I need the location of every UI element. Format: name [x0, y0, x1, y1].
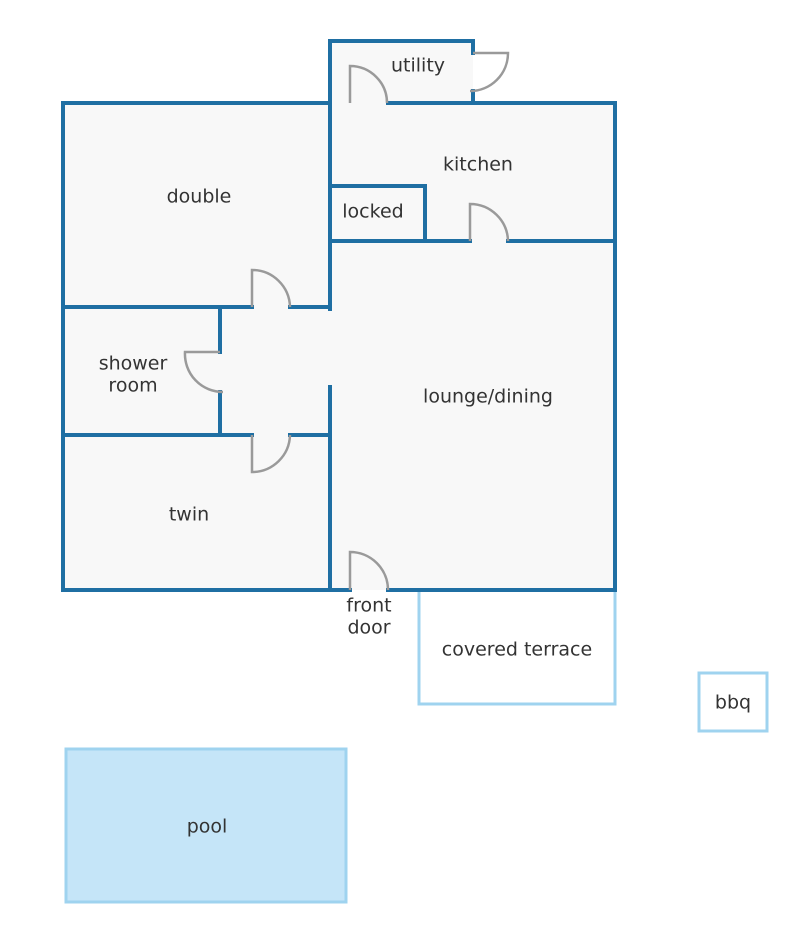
label-covered-terrace: covered terrace [442, 639, 592, 661]
label-door: door [347, 617, 390, 639]
doors [183, 51, 510, 591]
covered-terrace-outline [417, 592, 617, 706]
double-door [250, 268, 292, 308]
labels: utility kitchen double locked shower roo… [99, 55, 751, 838]
pool [64, 747, 348, 904]
label-utility: utility [391, 55, 445, 77]
label-room: room [108, 375, 157, 397]
label-double: double [167, 186, 232, 208]
label-kitchen: kitchen [443, 154, 513, 176]
label-front: front [346, 595, 391, 617]
label-twin: twin [169, 504, 209, 526]
label-locked: locked [342, 201, 403, 223]
front-door-swing [348, 550, 390, 591]
kitchen-door [468, 202, 510, 242]
label-pool: pool [187, 816, 228, 838]
exterior-wall [61, 39, 475, 105]
label-lounge-dining: lounge/dining [423, 386, 553, 408]
shower-door [183, 350, 224, 394]
twin-door [250, 434, 292, 474]
walls [61, 39, 617, 592]
label-shower: shower [99, 353, 168, 375]
utility-exterior-door [469, 51, 510, 93]
label-bbq: bbq [715, 692, 751, 714]
bbq-outline [697, 671, 769, 733]
floor-areas [63, 41, 615, 590]
utility-inner-door [348, 64, 389, 104]
